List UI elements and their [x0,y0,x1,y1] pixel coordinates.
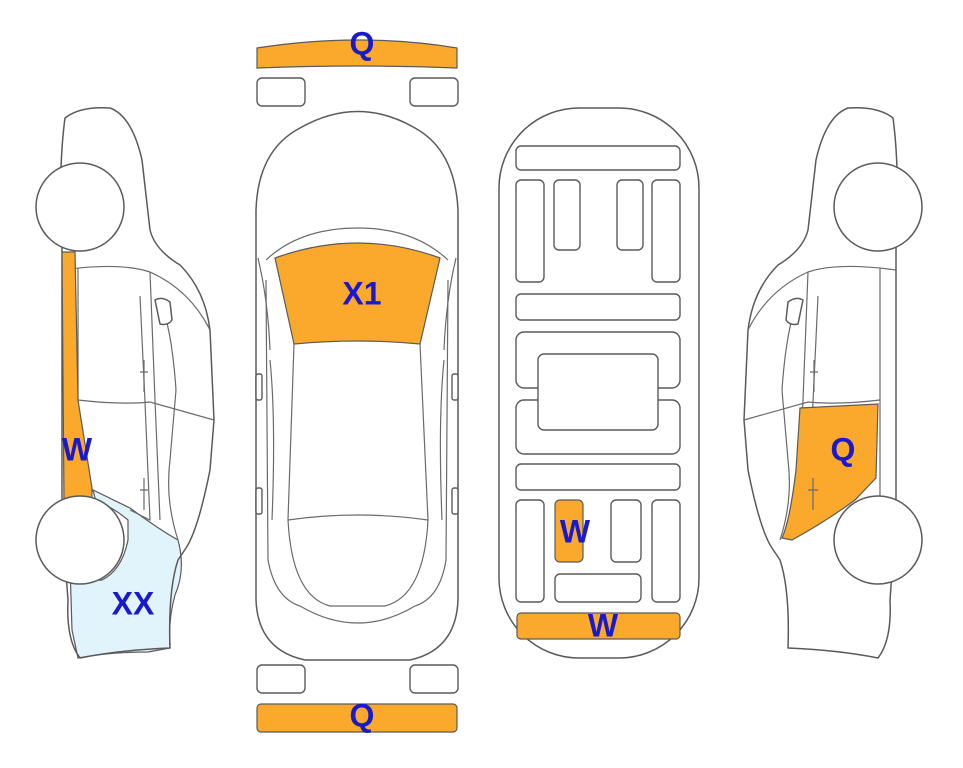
car-left-side-view [35,106,215,659]
rear-bumper-part[interactable] [256,703,458,733]
label-underbody-center: W [560,513,591,549]
label-left-pillar: W [62,431,93,467]
rear-left-lamp[interactable] [256,664,306,694]
label-underbody-rear: W [588,607,619,643]
label-left-rear-quarter: XX [112,585,155,621]
right-side-body[interactable] [743,106,899,659]
label-rear-bumper: Q [350,697,375,733]
windshield-part[interactable] [274,242,441,345]
left-rear-wheel[interactable] [35,495,125,585]
left-front-wheel[interactable] [35,162,125,252]
label-right-rear-door: Q [831,431,856,467]
car-underbody-view [498,107,700,659]
right-rear-door-part[interactable] [781,403,879,541]
front-bumper-group [256,39,459,107]
underbody-center-part[interactable] [554,499,584,563]
right-front-wheel[interactable] [833,162,923,252]
left-rear-quarter-part[interactable] [69,488,182,659]
front-bumper-part[interactable] [256,39,458,69]
front-right-lamp[interactable] [409,77,459,107]
label-windshield: X1 [342,275,381,311]
label-front-bumper: Q [350,25,375,61]
right-rear-wheel[interactable] [833,495,923,585]
underbody-rear-part[interactable] [516,612,681,640]
car-right-side-view [743,106,923,659]
rear-bumper-group [256,664,459,733]
car-top-body[interactable] [255,110,459,661]
front-left-lamp[interactable] [256,77,306,107]
rear-right-lamp[interactable] [409,664,459,694]
car-top-view [255,110,459,661]
damage-labels: Q X1 Q W XX W W Q [62,25,856,733]
left-side-body[interactable] [59,106,215,659]
